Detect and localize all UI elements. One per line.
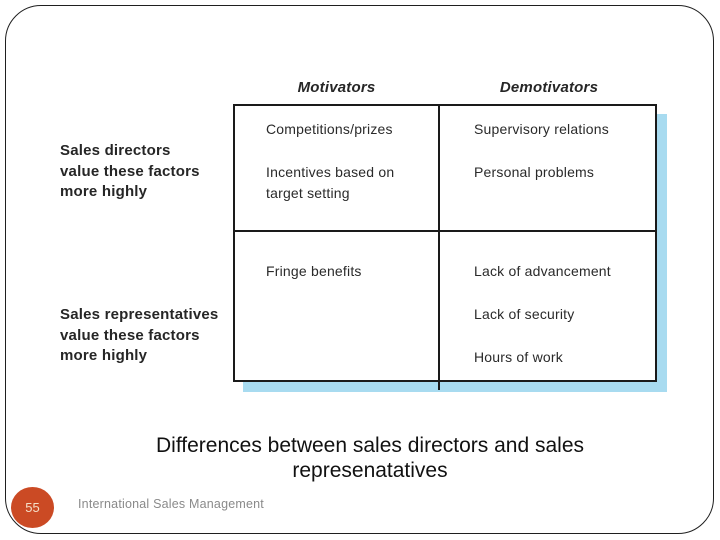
cell-item: Lack of advancement [474, 263, 611, 279]
cell-directors-demotivators: Supervisory relations Personal problems [440, 106, 655, 232]
column-header-demotivators: Demotivators [499, 79, 599, 96]
cell-item: Competitions/prizes [266, 121, 393, 137]
cell-representatives-motivators: Fringe benefits [235, 232, 440, 390]
row-label-representatives: Sales representatives value these factor… [60, 306, 219, 364]
cell-item: Lack of security [474, 306, 575, 322]
cell-item: Supervisory relations [474, 121, 609, 137]
row-label-directors: Sales directors value these factors more… [60, 142, 200, 200]
cell-item: Personal problems [474, 164, 595, 180]
cell-representatives-demotivators: Lack of advancement Lack of security Hou… [440, 232, 655, 390]
slide-caption: Differences between sales directors and … [155, 434, 584, 482]
footer-course-title: International Sales Management [78, 497, 264, 511]
cell-item: Incentives based on target setting [266, 164, 395, 201]
cell-item: Hours of work [474, 349, 563, 365]
column-header-motivators: Motivators [297, 79, 376, 96]
cell-directors-motivators: Competitions/prizes Incentives based on … [235, 106, 440, 232]
cell-item: Fringe benefits [266, 263, 362, 279]
slide-border-frame [5, 5, 714, 534]
page-number-badge: 55 [11, 487, 54, 528]
matrix-table: Competitions/prizes Incentives based on … [233, 104, 657, 390]
